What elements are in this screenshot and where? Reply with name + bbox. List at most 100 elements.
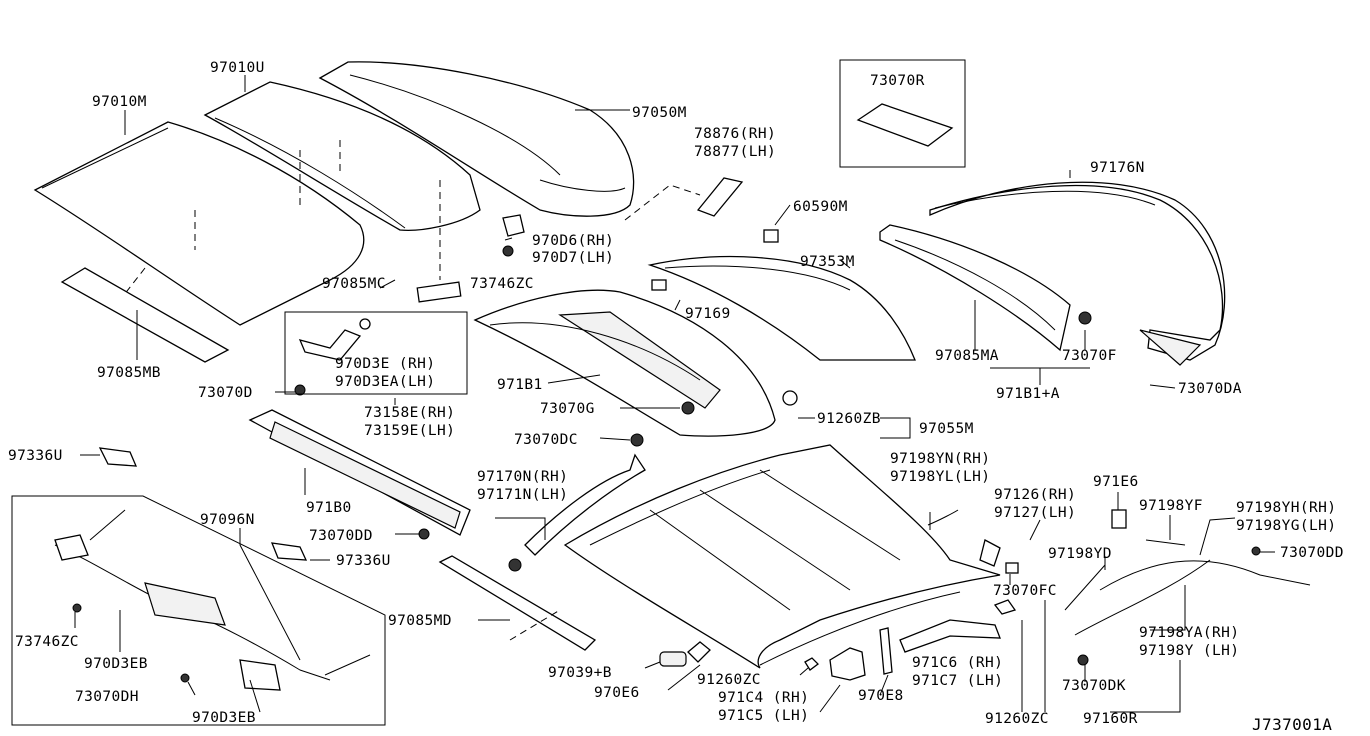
- label-971C6-rh: 971C6 (RH): [912, 655, 1003, 671]
- label-97010U: 97010U: [210, 60, 265, 76]
- label-97085MA: 97085MA: [935, 348, 999, 364]
- label-78876-rh: 78876(RH): [694, 126, 776, 142]
- part-97010U-panel: [203, 81, 481, 280]
- label-970D3EA-lh: 970D3EA(LH): [335, 374, 435, 390]
- label-73158E-rh: 73158E(RH): [364, 405, 455, 421]
- part-97336U-hinge-b: [270, 542, 308, 561]
- part-97170N-fastener: [508, 558, 522, 572]
- label-73159E-lh: 73159E(LH): [364, 423, 455, 439]
- part-97085MA-rail: [879, 224, 1071, 352]
- label-91260ZC-b: 91260ZC: [985, 711, 1049, 727]
- part-73070DC-clip: [630, 433, 644, 447]
- label-78877-lh: 78877(LH): [694, 144, 776, 160]
- label-73070DC: 73070DC: [514, 432, 578, 448]
- label-97176N: 97176N: [1090, 160, 1145, 176]
- label-73070DD-a: 73070DD: [309, 528, 373, 544]
- diagram-id: J737001A: [1252, 715, 1332, 734]
- label-97085MD: 97085MD: [388, 613, 452, 629]
- label-73070DH: 73070DH: [75, 689, 139, 705]
- label-73070DD-b: 73070DD: [1280, 545, 1344, 561]
- label-971C5-lh: 971C5 (LH): [718, 708, 809, 724]
- label-97198Y-lh: 97198Y (LH): [1139, 643, 1239, 659]
- part-970E8-pad: [879, 627, 893, 675]
- part-73070DH-bolt: [180, 673, 190, 683]
- part-91260ZC-clip-a: [804, 657, 819, 671]
- label-97126-rh: 97126(RH): [994, 487, 1076, 503]
- label-97353M: 97353M: [800, 254, 855, 270]
- leader-lines: [74, 75, 1275, 713]
- label-73070F: 73070F: [1062, 348, 1117, 364]
- label-97039B: 97039+B: [548, 665, 612, 681]
- part-97198YD-cable: [1064, 564, 1106, 611]
- label-970E6: 970E6: [594, 685, 640, 701]
- label-97198YG-lh: 97198YG(LH): [1236, 518, 1336, 534]
- label-97010M: 97010M: [92, 94, 147, 110]
- part-97198YA-cable: [1074, 559, 1211, 636]
- label-97198YL-lh: 97198YL(LH): [890, 469, 990, 485]
- label-97085MC: 97085MC: [322, 276, 386, 292]
- label-970E8: 970E8: [858, 688, 904, 704]
- part-60590M-clip: [763, 229, 779, 243]
- part-73070DD-clip: [418, 528, 430, 540]
- part-970D3E-bracket-box: [284, 311, 468, 395]
- label-73070DK: 73070DK: [1062, 678, 1126, 694]
- label-97050M: 97050M: [632, 105, 687, 121]
- label-970D6-rh: 970D6(RH): [532, 233, 614, 249]
- part-73070DD-clip-b: [1251, 546, 1261, 556]
- part-97085MC-pad: [416, 281, 462, 303]
- label-97198YH-rh: 97198YH(RH): [1236, 500, 1336, 516]
- part-97170N-rail: [524, 453, 646, 556]
- part-97010M-roof-panel: [33, 121, 365, 326]
- part-97050M-outer-panel: [318, 61, 635, 217]
- label-970D3EB-b: 970D3EB: [192, 710, 256, 726]
- label-60590M: 60590M: [793, 199, 848, 215]
- part-971B0-header-panel: [248, 409, 471, 536]
- label-73746ZC-top: 73746ZC: [470, 276, 534, 292]
- label-97336U-a: 97336U: [8, 448, 63, 464]
- part-97176N-weatherstrip: [929, 181, 1226, 366]
- part-970D6-bracket: [502, 214, 525, 237]
- label-970D3EB-a: 970D3EB: [84, 656, 148, 672]
- label-73746ZC-bot: 73746ZC: [15, 634, 79, 650]
- part-73746ZC-bolt-bot: [72, 603, 82, 613]
- part-97198YF-cable: [1145, 539, 1186, 546]
- label-971C7-lh: 971C7 (LH): [912, 673, 1003, 689]
- part-97126-bracket: [979, 539, 1001, 567]
- part-97169-clip: [651, 279, 667, 291]
- label-73070DA: 73070DA: [1178, 381, 1242, 397]
- label-970D7-lh: 970D7(LH): [532, 250, 614, 266]
- label-971B1: 971B1: [497, 377, 543, 393]
- label-97198YF: 97198YF: [1139, 498, 1203, 514]
- label-970D3E-rh: 970D3E (RH): [335, 356, 435, 372]
- label-97055M: 97055M: [919, 421, 974, 437]
- part-73070DK-clip: [1077, 654, 1089, 666]
- part-97055M-roof-frame: [563, 444, 1001, 669]
- label-97198YD: 97198YD: [1048, 546, 1112, 562]
- part-97096N-drive-box: [11, 495, 386, 726]
- part-91260ZC-clip-b: [993, 599, 1017, 615]
- part-97336U-hinge-a: [98, 447, 138, 467]
- label-97127-lh: 97127(LH): [994, 505, 1076, 521]
- part-971C4-bracket: [829, 647, 866, 681]
- part-73070R-box: [839, 59, 966, 168]
- label-971E6: 971E6: [1093, 474, 1139, 490]
- part-97198YN-cable: [927, 509, 959, 526]
- label-971C4-rh: 971C4 (RH): [718, 690, 809, 706]
- part-971B1-front-header: [473, 289, 776, 437]
- part-73070G-clip: [681, 401, 695, 415]
- part-91260ZB-clip: [782, 390, 798, 406]
- part-97085MB-strip: [60, 267, 230, 363]
- part-971E6-clip: [1111, 509, 1127, 529]
- part-73070FC-clip: [1005, 562, 1019, 574]
- part-971C6-rail: [899, 619, 1001, 653]
- label-97336U-b: 97336U: [336, 553, 391, 569]
- part-97039B-latch: [659, 641, 711, 667]
- label-97170N-rh: 97170N(RH): [477, 469, 568, 485]
- label-971B0: 971B0: [306, 500, 352, 516]
- label-73070R: 73070R: [870, 73, 925, 89]
- label-97198YN-rh: 97198YN(RH): [890, 451, 990, 467]
- label-91260ZB: 91260ZB: [817, 411, 881, 427]
- label-73070G: 73070G: [540, 401, 595, 417]
